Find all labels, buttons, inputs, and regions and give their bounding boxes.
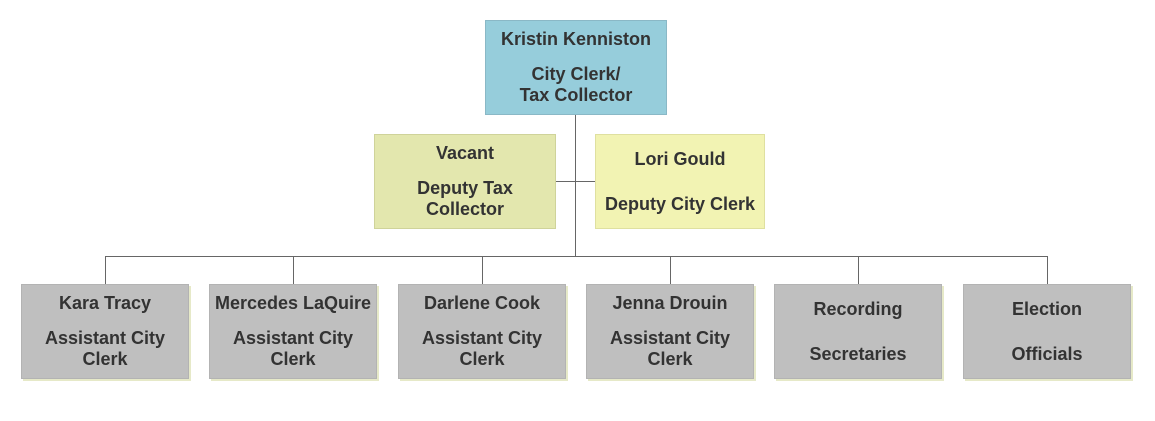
node-name: Darlene Cook <box>423 293 541 313</box>
node-name: Kristin Kenniston <box>500 29 651 49</box>
node-role: Deputy Tax Collector <box>417 178 513 219</box>
org-node-staff-2: Mercedes LaQuire Assistant City Clerk <box>209 284 377 379</box>
node-name: Vacant <box>435 143 495 163</box>
org-node-staff-1: Kara Tracy Assistant City Clerk <box>21 284 189 379</box>
node-name: Election <box>1011 298 1082 319</box>
connector-staff-drop-4 <box>670 256 671 284</box>
node-name: Kara Tracy <box>58 293 152 313</box>
node-role: City Clerk/ Tax Collector <box>519 64 633 105</box>
connector-staff-drop-3 <box>482 256 483 284</box>
org-node-city-clerk: Kristin Kenniston City Clerk/ Tax Collec… <box>485 20 667 115</box>
node-role: Assistant City Clerk <box>232 328 354 369</box>
org-node-staff-3: Darlene Cook Assistant City Clerk <box>398 284 566 379</box>
org-node-staff-5: Recording Secretaries <box>774 284 942 379</box>
connector-top-vertical <box>575 115 576 257</box>
org-node-deputy-tax-collector: Vacant Deputy Tax Collector <box>374 134 556 229</box>
connector-staff-drop-6 <box>1047 256 1048 284</box>
org-node-deputy-city-clerk: Lori Gould Deputy City Clerk <box>595 134 765 229</box>
node-role: Assistant City Clerk <box>44 328 166 369</box>
node-role: Officials <box>1011 343 1083 364</box>
org-node-staff-4: Jenna Drouin Assistant City Clerk <box>586 284 754 379</box>
node-name: Recording <box>813 298 903 319</box>
node-role: Deputy City Clerk <box>604 193 756 214</box>
node-role: Assistant City Clerk <box>609 328 731 369</box>
node-role: Assistant City Clerk <box>421 328 543 369</box>
connector-staff-drop-1 <box>105 256 106 284</box>
connector-deputy-horizontal <box>556 181 595 182</box>
node-name: Lori Gould <box>634 148 726 169</box>
node-role: Secretaries <box>809 343 907 364</box>
node-name: Jenna Drouin <box>612 293 728 313</box>
connector-staff-drop-2 <box>293 256 294 284</box>
node-name: Mercedes LaQuire <box>214 293 372 313</box>
org-node-staff-6: Election Officials <box>963 284 1131 379</box>
connector-staff-drop-5 <box>858 256 859 284</box>
connector-staff-horizontal <box>105 256 1048 257</box>
